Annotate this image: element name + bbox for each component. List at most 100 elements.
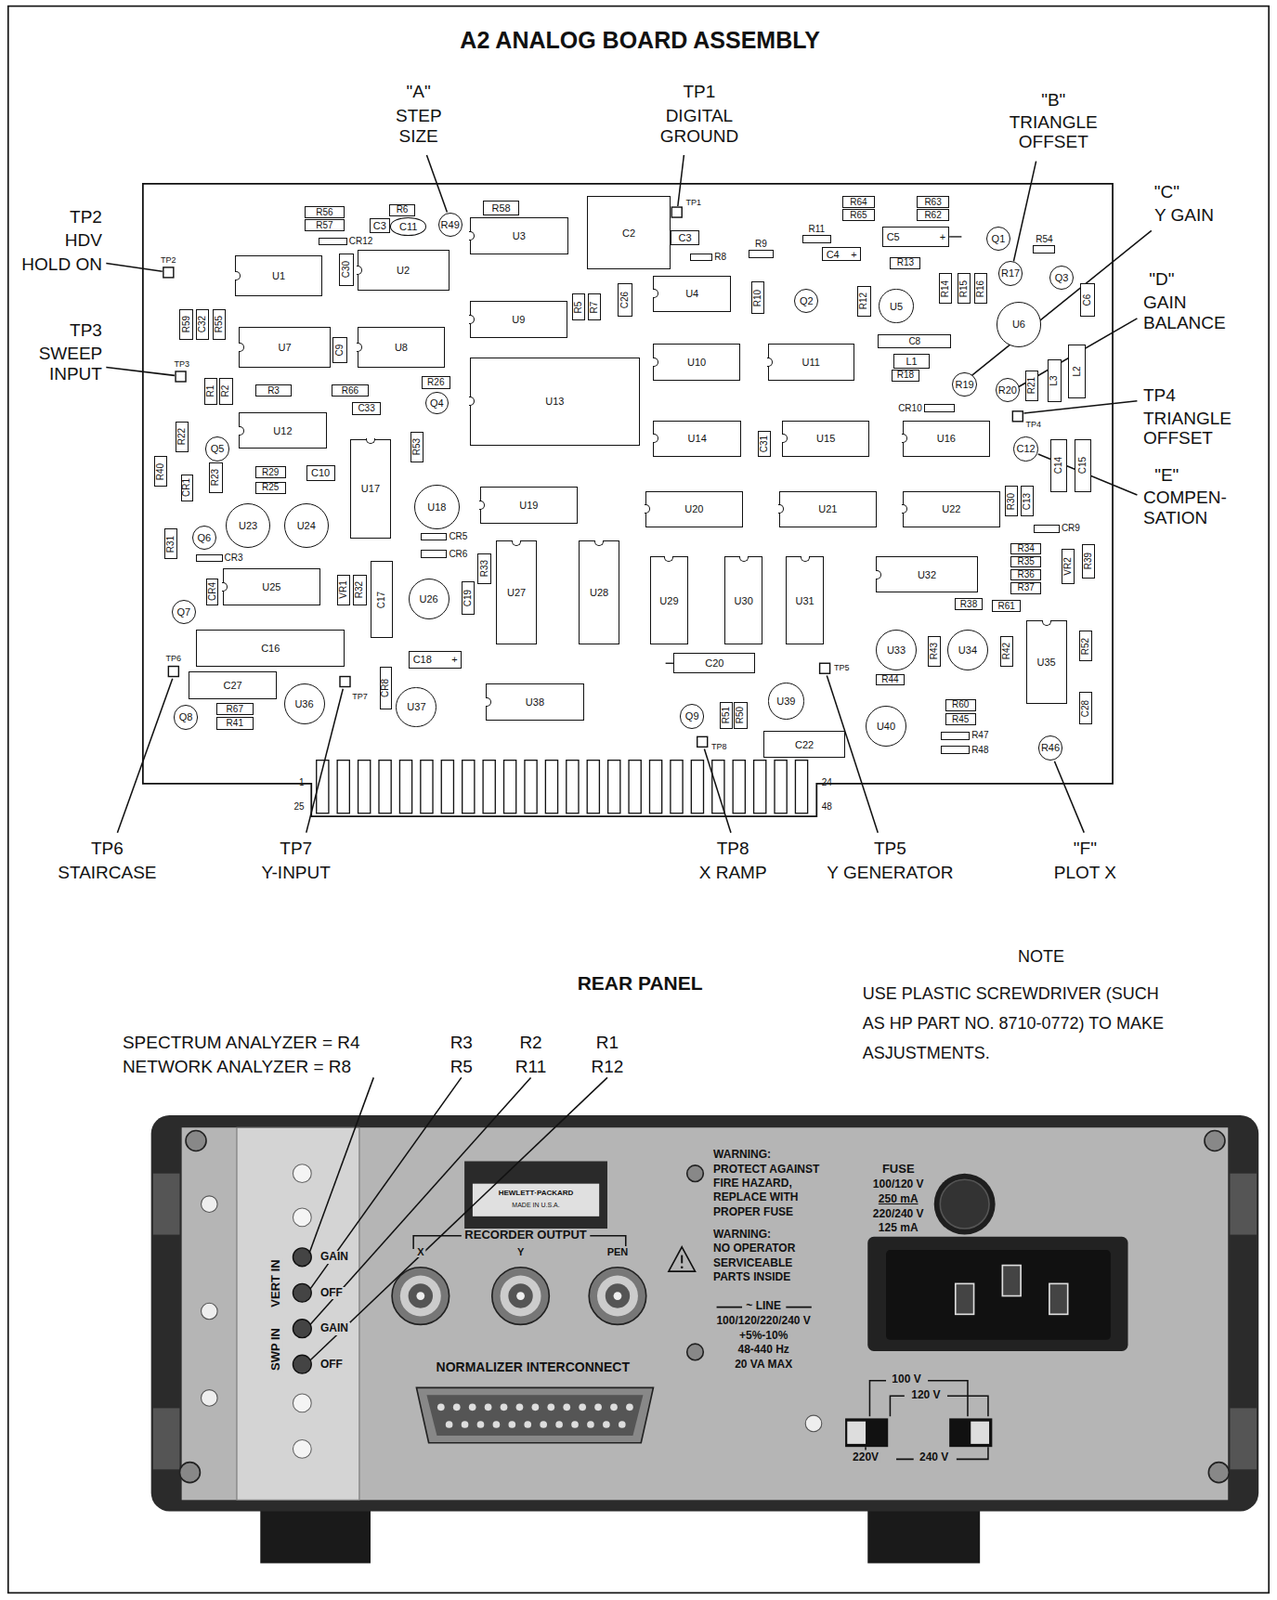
part-designator: C22	[794, 739, 814, 750]
voltage-setting: 240 V	[917, 1451, 951, 1464]
part-designator: R23	[210, 469, 221, 486]
pin1-notch	[800, 556, 810, 562]
rear-panel-photo	[292, 1208, 312, 1227]
part-designator: C6	[1082, 294, 1093, 307]
part-designator: C30	[341, 260, 352, 278]
ic-package: U20	[645, 491, 744, 529]
callout-text: STEP SIZE	[395, 105, 442, 146]
ic-package: U22	[902, 491, 1002, 529]
edge-connector	[545, 760, 558, 814]
component-box: C15	[1074, 439, 1092, 493]
part-designator: R20	[998, 384, 1017, 395]
part-designator: C8	[908, 337, 921, 347]
part-designator: U4	[685, 288, 699, 300]
component-box: R55	[212, 309, 226, 340]
component-box: C30	[338, 253, 354, 287]
rear-panel-photo	[292, 1394, 312, 1413]
part-designator: Q1	[991, 234, 1006, 245]
part-designator: R33	[480, 560, 490, 577]
part-designator: L2	[1072, 365, 1082, 377]
part-designator: R9	[755, 239, 768, 249]
rear-panel-photo	[949, 1418, 992, 1447]
component-box: R31	[164, 528, 178, 560]
note-text: USE PLASTIC SCREWDRIVER (SUCH	[862, 984, 1160, 1004]
rear-panel-photo	[292, 1439, 312, 1459]
component-box: R59	[179, 309, 193, 340]
component-box: C33	[351, 402, 381, 416]
edge-connector	[316, 760, 808, 814]
part-designator: U19	[519, 499, 538, 510]
rear-panel-photo	[151, 1115, 1260, 1512]
test-point	[1012, 411, 1023, 422]
component-box: R16	[974, 273, 988, 304]
part-designator: U35	[1036, 657, 1056, 668]
rear-panel-photo	[516, 1291, 525, 1301]
round-component: U34	[947, 629, 989, 671]
adjust-key: R3	[450, 1032, 473, 1053]
rear-panel-photo	[236, 1127, 360, 1500]
round-component: Q3	[1049, 265, 1074, 290]
callout-text: STAIRCASE	[57, 862, 157, 883]
callout-label: TP6	[91, 838, 124, 859]
component-box: R65	[842, 208, 875, 222]
part-designator: C9	[335, 343, 345, 356]
part-designator: U36	[294, 699, 313, 710]
diode-box: CR10	[924, 403, 955, 413]
component-box: R50	[733, 702, 747, 730]
callout-label: TP5	[873, 838, 907, 859]
ic-package: U29	[650, 556, 689, 646]
callout-letter: "B"	[1041, 90, 1066, 110]
rear-panel-photo	[426, 1394, 643, 1436]
part-designator: R67	[226, 704, 244, 715]
part-designator: U37	[406, 702, 426, 713]
part-designator: U18	[427, 502, 446, 513]
pin1-notch	[767, 357, 773, 367]
leader-line	[426, 155, 447, 213]
component-box: CR8	[379, 666, 392, 710]
leader-line	[105, 155, 1151, 1361]
part-designator: R14	[940, 280, 951, 298]
callout-label: TP1	[682, 81, 716, 102]
part-designator: R17	[1001, 268, 1020, 279]
part-designator: R31	[166, 534, 176, 552]
callout-text: COMPEN- SATION	[1143, 487, 1227, 528]
callout-text: GAIN BALANCE	[1143, 292, 1226, 333]
pin1-notch	[469, 231, 475, 241]
callout-label: TP7	[279, 838, 313, 859]
ic-package: U7	[238, 326, 331, 368]
component-box: C22	[763, 730, 846, 759]
component-box: C20	[673, 652, 756, 674]
part-designator: R11	[807, 224, 825, 235]
part-designator: R35	[1016, 557, 1034, 567]
round-component: R49	[438, 212, 463, 237]
rear-panel-photo	[477, 1420, 485, 1429]
leader-line	[1023, 401, 1137, 414]
callout-text: HDV	[65, 230, 103, 250]
leader-line	[105, 367, 175, 377]
rear-panel-photo	[179, 1462, 200, 1484]
diode-box: R54	[1032, 245, 1056, 254]
warning-text: FIRE HAZARD,	[711, 1177, 795, 1190]
rear-panel-photo	[846, 1421, 866, 1445]
part-designator: CR5	[448, 532, 468, 542]
leader-line	[309, 1077, 374, 1253]
warning-text: PARTS INSIDE	[711, 1271, 793, 1284]
part-designator: C16	[260, 642, 280, 653]
line-rating: 48-440 Hz	[735, 1343, 791, 1356]
line-rating: ~ LINE	[743, 1300, 783, 1313]
ic-package: U28	[578, 540, 620, 645]
callout-text: Y GAIN	[1154, 205, 1214, 225]
rear-panel-photo	[532, 1403, 540, 1411]
component-box: R43	[927, 636, 941, 667]
component-box: R52	[1079, 630, 1093, 662]
page-title: A2 ANALOG BOARD ASSEMBLY	[459, 26, 821, 54]
page-frame	[8, 6, 1269, 1594]
part-designator: U9	[511, 313, 525, 325]
ic-package: U14	[652, 420, 742, 458]
part-designator: U11	[802, 357, 821, 368]
component-box: C8	[877, 334, 952, 348]
leader-line	[703, 749, 731, 834]
warning-text: PROTECT AGAINST	[711, 1163, 821, 1176]
note-text: AS HP PART NO. 8710-0772) TO MAKE	[862, 1014, 1164, 1033]
part-designator: R34	[1016, 544, 1034, 554]
